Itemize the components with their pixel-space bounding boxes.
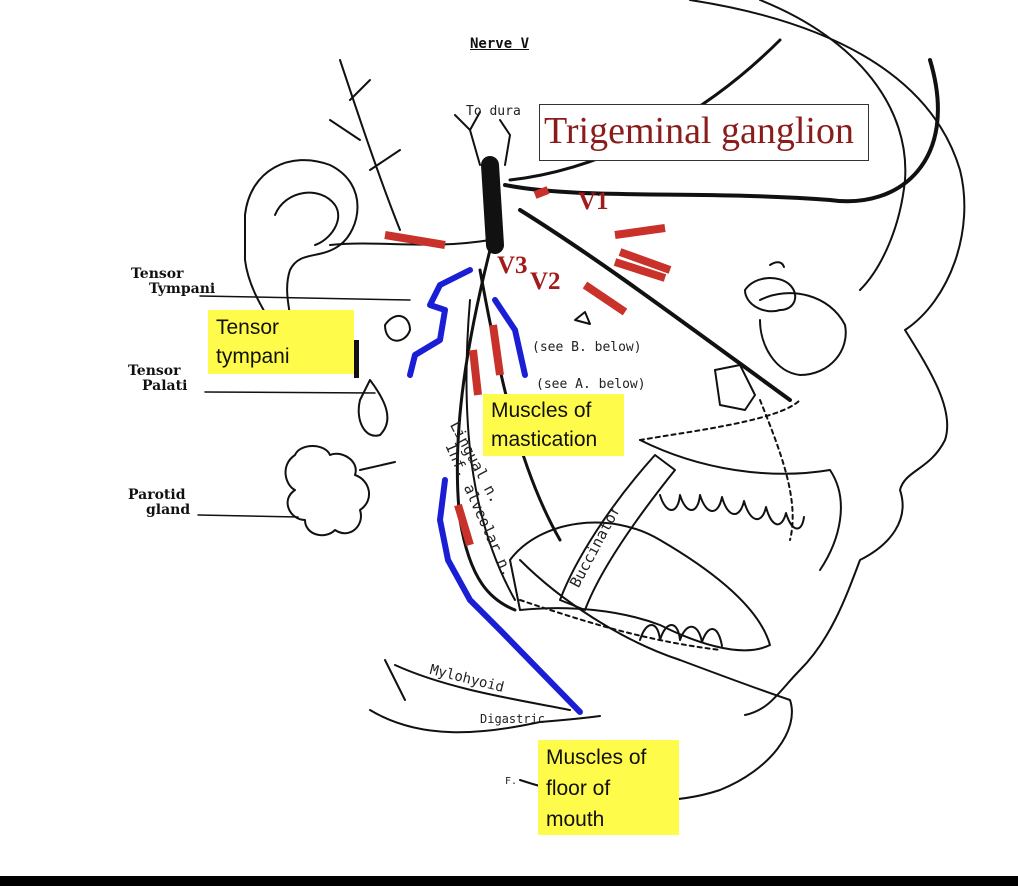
see-b-note: (see B. below) [532, 340, 642, 355]
see-a-note: (see A. below) [536, 377, 646, 392]
tensor-palati-muscle [357, 379, 389, 437]
pterygopalatine-ganglion [574, 311, 591, 325]
v2-branch [518, 208, 792, 402]
red-marker-v1 [614, 224, 666, 239]
parotid-leader [197, 514, 299, 518]
meningeal-branches [329, 59, 401, 231]
dotted-lower-nerves [519, 599, 721, 651]
orbit-outline [759, 292, 847, 376]
ciliary-ganglion [769, 261, 785, 268]
v1-branch [503, 58, 940, 204]
blue-nerve-tensor [407, 267, 473, 378]
artist-signature: F. [505, 776, 518, 787]
tensor-tympani-line1: Tensor [131, 266, 184, 282]
tensor-palati-leader [204, 391, 376, 394]
tongue-outline [509, 521, 771, 652]
maxillary-sinus [714, 364, 756, 411]
upper-teeth [659, 494, 805, 530]
tensor-tympani-bar [354, 340, 359, 378]
dotted-upper-nerves [639, 399, 801, 441]
parotid-line1: Parotid [128, 487, 186, 503]
tensor-palati-text: Tensor Palati [128, 364, 187, 394]
parotid-duct [359, 461, 396, 471]
mastication-callout-line1: Muscles of [491, 399, 592, 422]
mylohyoid-muscle [394, 664, 571, 711]
buccinator-band [559, 454, 676, 611]
red-marker-ganglion [533, 186, 550, 199]
red-marker-inf-alveolar [454, 503, 474, 547]
tensor-tympani-line2: Tympani [149, 281, 216, 297]
mastication-callout: Muscles of mastication [483, 394, 624, 456]
tensor-tympani-leader [199, 295, 411, 301]
parotid-line2: gland [146, 502, 191, 518]
red-marker-auriculotemporal [384, 231, 446, 249]
tensor-palati-line1: Tensor [128, 363, 181, 379]
digastric-label: Digastric [480, 712, 546, 726]
dural-branches [454, 111, 511, 166]
v3-branch [455, 248, 517, 612]
red-marker-masticatory-1 [489, 324, 504, 376]
tensor-callout-line1: Tensor [216, 316, 280, 339]
floor-callout-line3: mouth [546, 808, 605, 831]
mastication-callout-line2: mastication [491, 428, 598, 451]
red-marker-masticatory-2 [469, 349, 482, 396]
figure-title: Nerve V [470, 36, 530, 52]
red-marker-v2b [618, 248, 672, 274]
tensor-callout-line2: tympani [216, 345, 290, 368]
lacrimal-gland [744, 277, 797, 313]
dotted-face-nerves [759, 399, 794, 541]
tensor-tympani-muscle [384, 315, 411, 342]
bottom-black-bar [0, 876, 1018, 886]
red-marker-v2c [582, 281, 628, 316]
lower-teeth [639, 624, 723, 647]
v3-label: V3 [497, 252, 528, 279]
parotid-gland-outline [284, 445, 370, 537]
parotid-gland-text: Parotid gland [128, 488, 190, 518]
auriculotemporal [329, 239, 491, 246]
ear-inner [274, 191, 340, 246]
floor-callout-line2: floor of [546, 777, 611, 800]
nerve-trunk [481, 156, 504, 254]
forehead-outline [759, 0, 907, 291]
digastric-muscle [369, 709, 601, 734]
red-marker-v2a [613, 258, 667, 282]
blue-nerve-floor [437, 477, 583, 715]
tensor-tympani-callout: Tensor tympani [208, 310, 354, 374]
v1-label: V1 [578, 188, 609, 215]
maxilla-outline [639, 439, 842, 571]
trigeminal-ganglion-label: Trigeminal ganglion [539, 104, 869, 161]
floor-of-mouth-callout: Muscles of floor of mouth [538, 740, 679, 835]
inf-alveolar-nerve [465, 299, 516, 601]
floor-callout-line1: Muscles of [546, 746, 647, 769]
tensor-tympani-text: Tensor Tympani [131, 267, 215, 297]
hyoid-bone [384, 659, 406, 701]
blue-nerve-mastication [492, 297, 528, 378]
tensor-palati-line2: Palati [142, 378, 188, 394]
to-dura-label: To dura [466, 104, 521, 119]
v2-label: V2 [530, 268, 561, 295]
